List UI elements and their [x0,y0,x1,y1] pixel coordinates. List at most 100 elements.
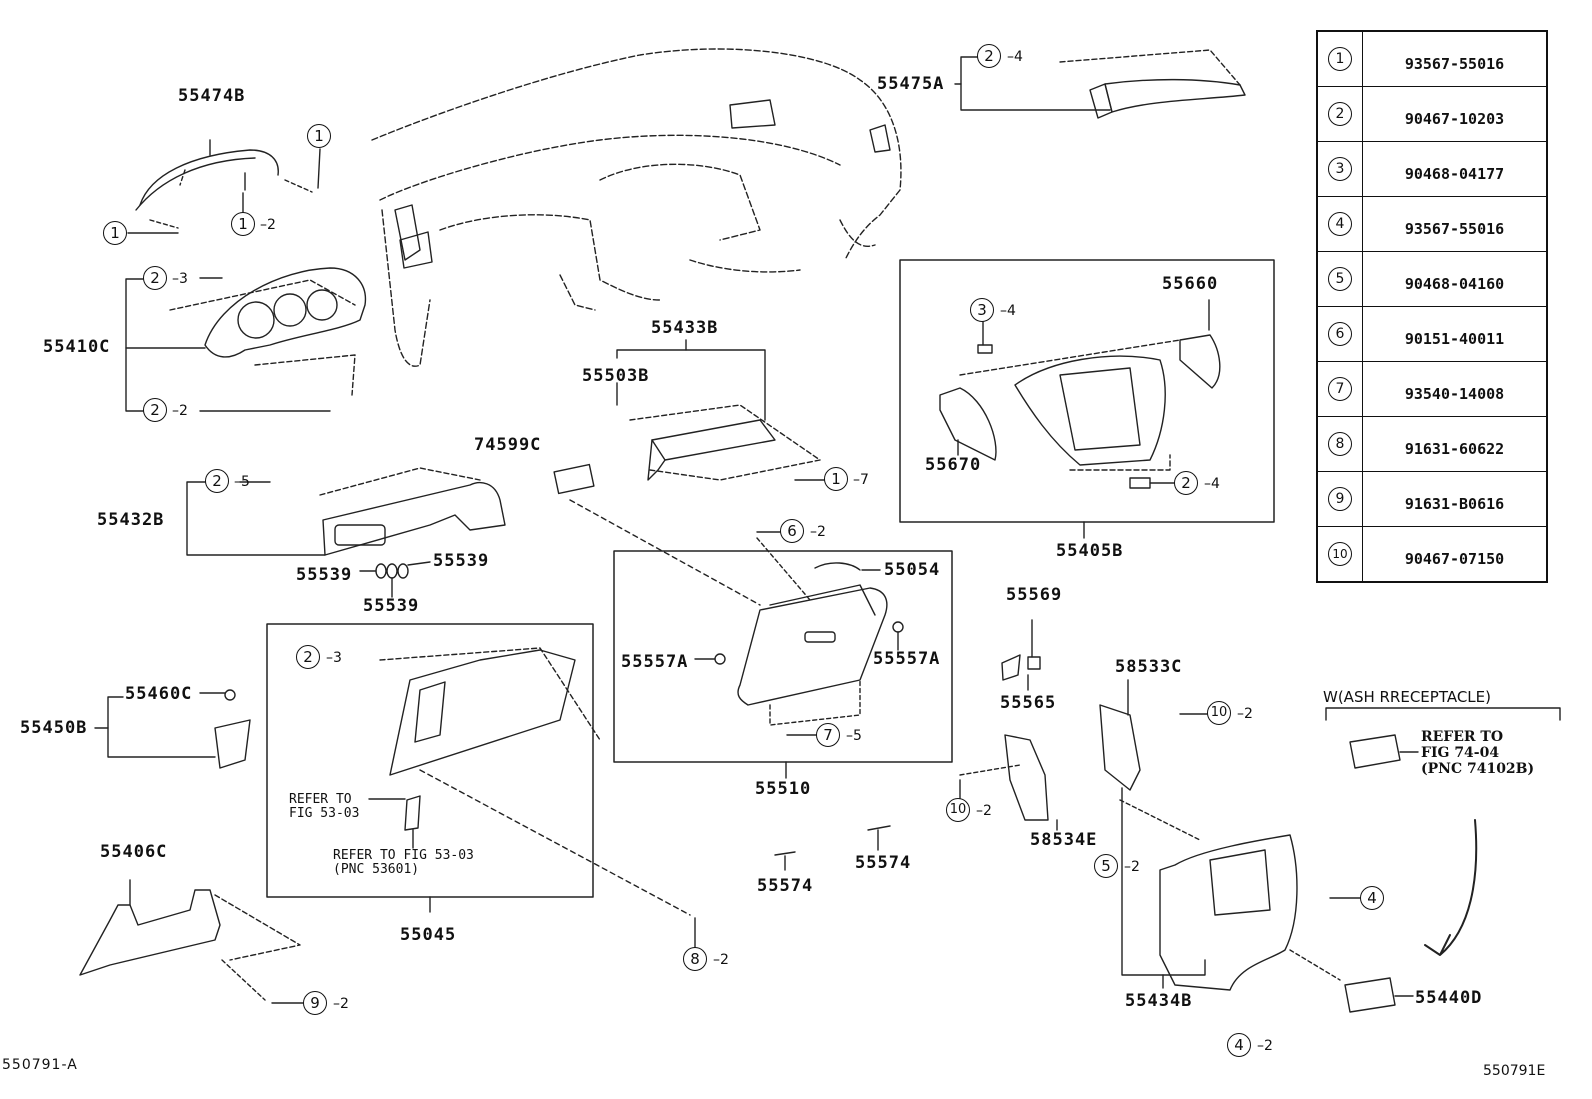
callout-qty: –2 [713,952,729,968]
callout-circle-7: 7 [816,723,840,747]
note-refer-fig-53-03: REFER TO FIG 53-03 [289,792,360,821]
part-number: 91631-60622 [1362,416,1548,472]
ref-circle: 1 [1328,47,1352,71]
note-ash-receptacle-condition: W(ASH RRECEPTACLE) [1323,688,1491,706]
part-label-55432B: 55432B [97,510,165,530]
callout-circle-8: 8 [683,947,707,971]
parts-reference-table: 1 93567-55016 2 90467-10203 3 90468-04177 4… [1316,30,1548,583]
ref-circle: 4 [1328,212,1352,236]
part-number: 90467-10203 [1362,86,1548,142]
ref-circle: 8 [1328,432,1352,456]
part-label-58534E: 58534E [1030,830,1098,850]
part-number: 90468-04177 [1362,141,1548,197]
callout-qty: –2 [810,524,826,540]
callout-qty: –4 [1007,49,1023,65]
part-label-55557A-right: 55557A [873,649,941,669]
callout-circle-5: 5 [1094,854,1118,878]
part-label-55670: 55670 [925,455,982,475]
callout-circle-6: 6 [780,519,804,543]
callout-circle-4: 4 [1227,1033,1251,1057]
callout-circle-2: 2 [977,44,1001,68]
part-label-55539-right: 55539 [433,551,490,571]
ref-circle: 3 [1328,157,1352,181]
table-row: 9 91631-B0616 [1316,471,1548,527]
table-row: 6 90151-40011 [1316,306,1548,362]
ref-circle: 2 [1328,102,1352,126]
callout-qty: –3 [326,650,342,666]
part-55433B-drawing [629,404,821,481]
note-refer-fig-53-03-pnc: REFER TO FIG 53-03 (PNC 53601) [333,848,474,877]
callout-circle-3: 3 [970,298,994,322]
callout-qty: –2 [1124,859,1140,875]
callout-qty: –5 [846,728,862,744]
callout-qty: –7 [853,472,869,488]
box-55405B [899,259,1275,523]
part-label-55660: 55660 [1162,274,1219,294]
callout-qty: –3 [172,271,188,287]
part-label-55539-left: 55539 [296,565,353,585]
instrument-panel-outline [371,48,902,367]
callout-qty: –2 [976,803,992,819]
part-label-55574-left: 55574 [757,876,814,896]
ref-circle: 9 [1328,487,1352,511]
callout-qty: –2 [172,403,188,419]
part-label-55450B: 55450B [20,718,88,738]
part-label-74599C: 74599C [474,435,542,455]
part-label-55054: 55054 [884,560,941,580]
callout-circle-1: 1 [231,212,255,236]
part-label-55475A: 55475A [877,74,945,94]
ref-circle: 10 [1328,542,1352,566]
callout-circle-9: 9 [303,991,327,1015]
callout-circle-2: 2 [1174,471,1198,495]
callout-circle-2: 2 [296,645,320,669]
part-label-55510: 55510 [755,779,812,799]
part-55474B-drawing [135,139,313,229]
part-label-55405B: 55405B [1056,541,1124,561]
callout-circle-2: 2 [143,398,167,422]
callout-circle-1: 1 [824,467,848,491]
part-label-55539-bottom: 55539 [363,596,420,616]
part-label-55406C: 55406C [100,842,168,862]
part-label-55410C: 55410C [43,337,111,357]
callout-qty: –2 [333,996,349,1012]
figure-code-left: 550791-A [2,1057,78,1073]
part-55410C-drawing [169,267,367,396]
part-55660-drawing [1179,334,1221,389]
part-55510-drawing [737,584,888,726]
callout-qty: –2 [1257,1038,1273,1054]
callout-circle-1: 1 [307,124,331,148]
part-label-55460C: 55460C [125,684,193,704]
callout-qty: –4 [1204,476,1220,492]
table-row: 2 90467-10203 [1316,86,1548,142]
part-label-55433B: 55433B [651,318,719,338]
part-label-55557A-left: 55557A [621,652,689,672]
ref-circle: 6 [1328,322,1352,346]
part-label-55045: 55045 [400,925,457,945]
part-label-55503B: 55503B [582,366,650,386]
callout-circle-4: 4 [1360,886,1384,910]
part-55450B-drawing [214,719,251,769]
part-label-55565: 55565 [1000,693,1057,713]
callout-qty: –4 [1000,303,1016,319]
table-row: 10 90467-07150 [1316,526,1548,583]
part-number: 91631-B0616 [1362,471,1548,527]
part-label-55434B: 55434B [1125,991,1193,1011]
part-number: 93567-55016 [1362,196,1548,252]
callout-circle-10: 10 [1207,701,1231,725]
part-number: 90151-40011 [1362,306,1548,362]
part-number: 90467-07150 [1362,526,1548,583]
part-number: 90468-04160 [1362,251,1548,307]
part-55045-drawing [379,647,691,916]
table-row: 3 90468-04177 [1316,141,1548,197]
table-row: 7 93540-14008 [1316,361,1548,417]
part-number: 93567-55016 [1362,30,1548,87]
part-55405B-drawing [959,339,1181,471]
table-row: 8 91631-60622 [1316,416,1548,472]
part-number: 93540-14008 [1362,361,1548,417]
box-55510 [613,550,953,763]
note-refer-fig-74-04: REFER TO FIG 74-04 (PNC 74102B) [1421,729,1535,778]
part-label-58533C: 58533C [1115,657,1183,677]
ref-circle: 7 [1328,377,1352,401]
part-label-55440D: 55440D [1415,988,1483,1008]
